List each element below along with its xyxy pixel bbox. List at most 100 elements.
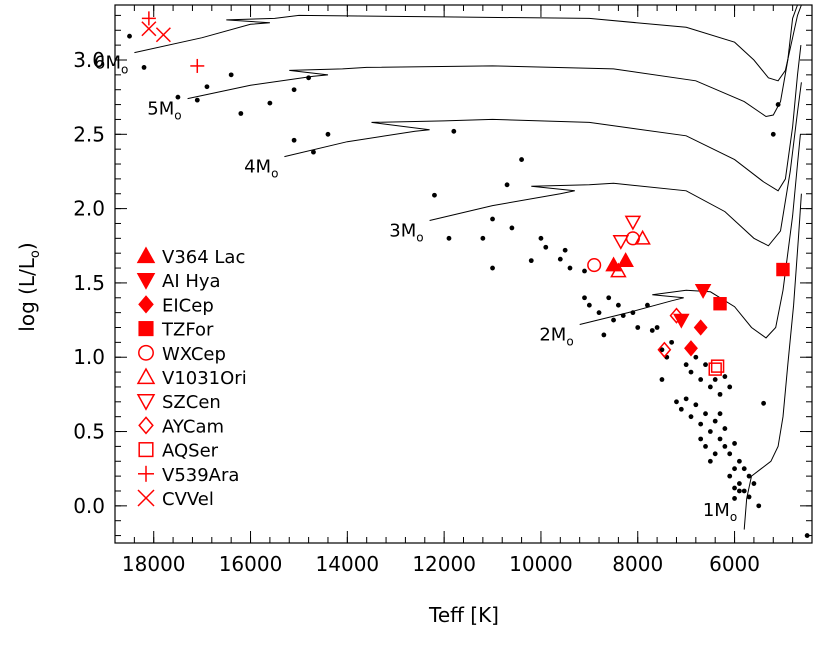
field-star-point [543,244,549,250]
legend-label-aycam: AYCam [162,416,224,437]
field-stars [127,33,810,538]
y-axis-title-subscript: o [28,250,43,258]
y-tick-label: 0.0 [73,494,105,518]
field-star-point [446,235,452,241]
y-axis-title: log (L/Lo) [15,242,43,331]
field-star-point [707,429,713,434]
field-star-point [693,354,699,360]
field-star-point [504,182,510,188]
field-star-point [432,192,437,198]
point-v539ara [190,58,205,73]
track-6m [134,5,802,82]
field-star-point [712,451,718,457]
point-aqser [710,359,725,373]
legend-marker-eicep [138,295,154,314]
marker-shape [776,262,790,277]
point-tzfor [776,262,790,277]
marker-shape [657,341,672,358]
x-tick-label: 12000 [412,552,476,576]
field-star-point [175,94,181,100]
legend-label-aqser: AQSer [162,441,219,462]
field-star-point [528,258,534,264]
field-star-point [127,33,132,39]
field-star-point [649,328,655,333]
field-star-point [582,295,587,301]
marker-shape [625,231,640,246]
legend-marker-szcen [136,394,156,411]
field-star-point [732,466,737,472]
field-star-point [683,362,689,368]
field-star-point [306,75,312,81]
point-cvvel [155,27,171,43]
y-axis-title-close: ) [15,242,39,250]
marker-shape [587,258,602,273]
field-star-point [678,406,684,412]
field-star-point [703,362,708,368]
legend-marker-ai-hya [136,273,156,290]
marker-shape [138,442,154,458]
marker-shape [141,21,157,37]
field-star-point [732,441,737,446]
field-star-point [741,466,747,472]
field-star-point [635,325,641,330]
point-szcen [612,234,630,250]
legend-marker-v1031ori [136,367,156,385]
field-star-point [746,473,752,479]
field-star-point [659,377,665,382]
field-star-point [325,131,331,137]
marker-shape [617,252,634,267]
marker-shape [136,246,156,264]
point-wxcep [587,258,602,273]
track-label-subscript: o [121,63,128,77]
field-star-point [557,256,563,262]
marker-shape [694,283,712,299]
field-star-point [732,485,737,491]
legend-marker-v539ara [138,465,154,482]
field-star-point [194,97,200,103]
field-star-point [683,396,689,402]
field-star-point [238,111,244,116]
field-star-point [727,473,733,479]
field-star-point [311,149,316,155]
x-tick-label: 10000 [509,552,573,576]
x-tick-label: 14000 [316,552,380,576]
track-label: 1Mo [703,500,737,524]
legend-marker-aycam [138,416,154,435]
field-star-point [538,235,544,241]
field-star-point [141,65,147,70]
field-star-point [606,295,612,301]
y-tick-label: 3.0 [73,48,105,72]
y-tick-label: 0.5 [73,420,105,444]
field-star-point [717,411,723,417]
marker-shape [137,489,155,507]
track-label: 3Mo [389,220,423,244]
field-star-point [519,157,524,162]
field-star-point [582,268,587,274]
field-star-point [596,310,602,316]
point-v539ara [141,11,156,26]
track-label: 5Mo [147,99,181,123]
field-star-point [291,137,297,143]
track-label: 2Mo [539,325,573,349]
marker-shape [136,273,156,290]
marker-shape [624,215,642,231]
field-star-point [761,400,766,406]
field-star-point [490,265,495,271]
y-tick-label: 1.0 [73,345,105,369]
field-star-point [562,247,568,253]
marker-shape [138,321,154,337]
y-tick-label: 2.5 [73,122,105,146]
point-aqser [708,362,722,376]
x-tick-label: 18000 [122,552,186,576]
field-star-point [601,332,607,338]
point-v1031ori [634,229,651,245]
marker-shape [710,359,725,373]
track-label-mass: 3M [389,220,416,241]
field-star-point [567,265,573,271]
field-star-point [717,391,723,397]
point-eicep [693,319,708,336]
field-star-point [707,384,713,390]
legend-marker-tzfor [138,321,154,337]
